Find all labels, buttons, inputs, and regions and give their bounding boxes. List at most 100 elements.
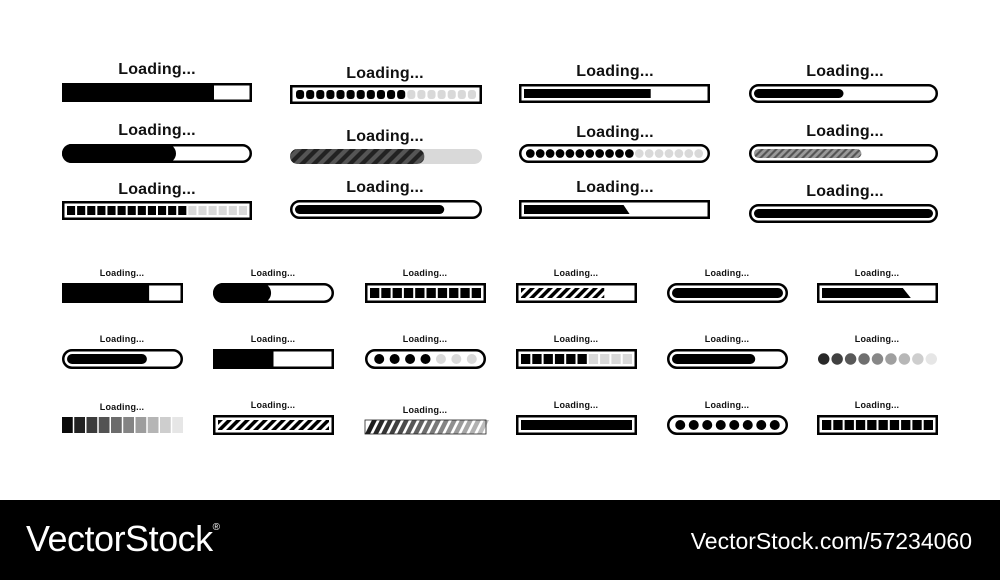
- bar-stripe: [421, 420, 433, 434]
- bar-dot: [585, 149, 595, 158]
- bar-fill: [672, 354, 756, 364]
- bar-stripe: [373, 420, 385, 434]
- bar-segment: [117, 206, 126, 215]
- bar-segment: [77, 206, 86, 215]
- bar-fill: [295, 205, 445, 214]
- bar-dot: [769, 420, 780, 430]
- loading-label: Loading...: [118, 61, 196, 78]
- bar-segment: [97, 206, 106, 215]
- bar-dot: [437, 90, 446, 99]
- bar-dot: [326, 90, 335, 99]
- bar-dot: [435, 354, 446, 364]
- bar-stripe: [469, 420, 481, 434]
- bar-square: [172, 417, 183, 433]
- bar-dot: [818, 353, 830, 365]
- loading-label: Loading...: [576, 179, 654, 196]
- sbar-rect-inset-full: [516, 415, 637, 435]
- bar-segment: [554, 354, 565, 364]
- sbar-rect: [62, 283, 183, 303]
- bar-square: [160, 417, 171, 433]
- sbar-striped: [516, 283, 637, 303]
- bar-segment: [855, 420, 866, 430]
- loading-label: Loading...: [806, 123, 884, 140]
- bar-striped-gray: [290, 149, 482, 164]
- bar-dot: [674, 149, 684, 158]
- bar-dot: [389, 354, 400, 364]
- bar-segment: [912, 420, 922, 430]
- bar-rect-segments: [62, 201, 252, 220]
- loading-label-small: Loading...: [250, 334, 296, 344]
- bar-dot: [858, 353, 870, 365]
- bar-pill-inset-angled: [290, 200, 482, 219]
- bar-pill-striped: [749, 144, 938, 163]
- bar-segment: [370, 288, 380, 298]
- loading-label-small: Loading...: [250, 268, 296, 278]
- bar-rect-solid: [62, 83, 252, 102]
- bar-segment: [543, 354, 553, 364]
- image-id: VectorStock.com/57234060: [690, 528, 972, 554]
- bar-dot: [451, 354, 462, 364]
- bar-dot: [397, 90, 406, 99]
- bar-fill: [521, 420, 632, 430]
- bar-segment: [168, 206, 177, 215]
- bar-dot: [702, 420, 713, 430]
- loading-label-small: Loading...: [99, 268, 145, 278]
- bar-dot: [605, 149, 614, 158]
- bar-dot: [925, 353, 937, 365]
- bar-segment: [415, 288, 425, 298]
- loading-label-small: Loading...: [854, 268, 900, 278]
- bar-dot: [376, 90, 385, 99]
- loading-label-small: Loading...: [854, 400, 900, 410]
- bar-dot: [525, 149, 535, 158]
- bar-segment: [67, 206, 76, 215]
- bar-segment: [577, 354, 587, 364]
- bar-frame: [667, 415, 788, 435]
- bar-segment: [923, 420, 933, 430]
- bar-stripe: [429, 420, 441, 434]
- bar-segment: [228, 206, 237, 215]
- bar-fill: [524, 89, 651, 98]
- bar-frame: [519, 144, 710, 163]
- sbar-pill-dots-full: [667, 415, 788, 435]
- bar-dot: [742, 420, 753, 430]
- bar-square: [62, 417, 73, 433]
- loading-label-small: Loading...: [704, 268, 750, 278]
- bar-dot: [644, 149, 654, 158]
- bar-dot: [417, 90, 426, 99]
- bar-segment: [137, 206, 146, 215]
- bar-square: [135, 417, 147, 433]
- bar-pill-inset-full: [749, 204, 938, 223]
- bar-stripe: [381, 420, 393, 434]
- bar-segment: [208, 206, 217, 215]
- bar-dot: [296, 90, 305, 99]
- bar-dot: [615, 149, 624, 158]
- bar-segment: [867, 420, 877, 430]
- bar-fill: [213, 349, 274, 369]
- bar-segment: [622, 354, 632, 364]
- bar-pill-dots: [519, 144, 710, 163]
- loading-label-small: Loading...: [99, 402, 145, 412]
- bar-dot: [634, 149, 644, 158]
- footer-banner: VectorStock® VectorStock.com/57234060: [0, 500, 1000, 580]
- loading-label: Loading...: [118, 122, 196, 139]
- vectorstock-logo: VectorStock®: [26, 518, 220, 560]
- loading-label-small: Loading...: [553, 400, 599, 410]
- bar-dot: [654, 149, 664, 158]
- loading-label: Loading...: [806, 63, 884, 80]
- loading-label-small: Loading...: [854, 334, 900, 344]
- bar-frame: [364, 419, 487, 435]
- bar-dot: [427, 90, 436, 99]
- bar-dot: [694, 149, 704, 158]
- sbar-pill-inset: [667, 283, 788, 303]
- bar-dot: [306, 90, 315, 99]
- bar-stripe: [461, 420, 473, 434]
- loading-label-small: Loading...: [402, 268, 448, 278]
- bar-segment: [127, 206, 136, 215]
- loading-label: Loading...: [346, 128, 424, 145]
- bar-fill: [822, 288, 911, 298]
- loading-label: Loading...: [346, 179, 424, 196]
- loading-label: Loading...: [576, 63, 654, 80]
- bar-dot: [366, 90, 375, 99]
- bar-stripe: [365, 420, 377, 434]
- bar-segment: [426, 288, 436, 298]
